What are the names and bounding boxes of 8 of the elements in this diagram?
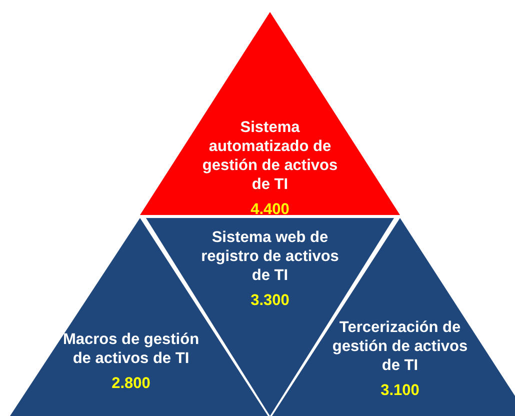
segment-value: 3.100: [380, 381, 420, 400]
segment-value: 4.400: [250, 200, 290, 219]
segment-title: Macros de gestión de activos de TI: [62, 330, 200, 368]
segment-title: Sistema web de registro de activos de TI: [200, 228, 340, 285]
segment-title: Tercerización de gestión de activos de TI: [331, 318, 469, 375]
segment-value: 2.800: [110, 374, 152, 393]
segment-value: 3.300: [250, 291, 290, 310]
segment-title: Sistema automatizado de gestión de activos de TI: [201, 118, 339, 194]
